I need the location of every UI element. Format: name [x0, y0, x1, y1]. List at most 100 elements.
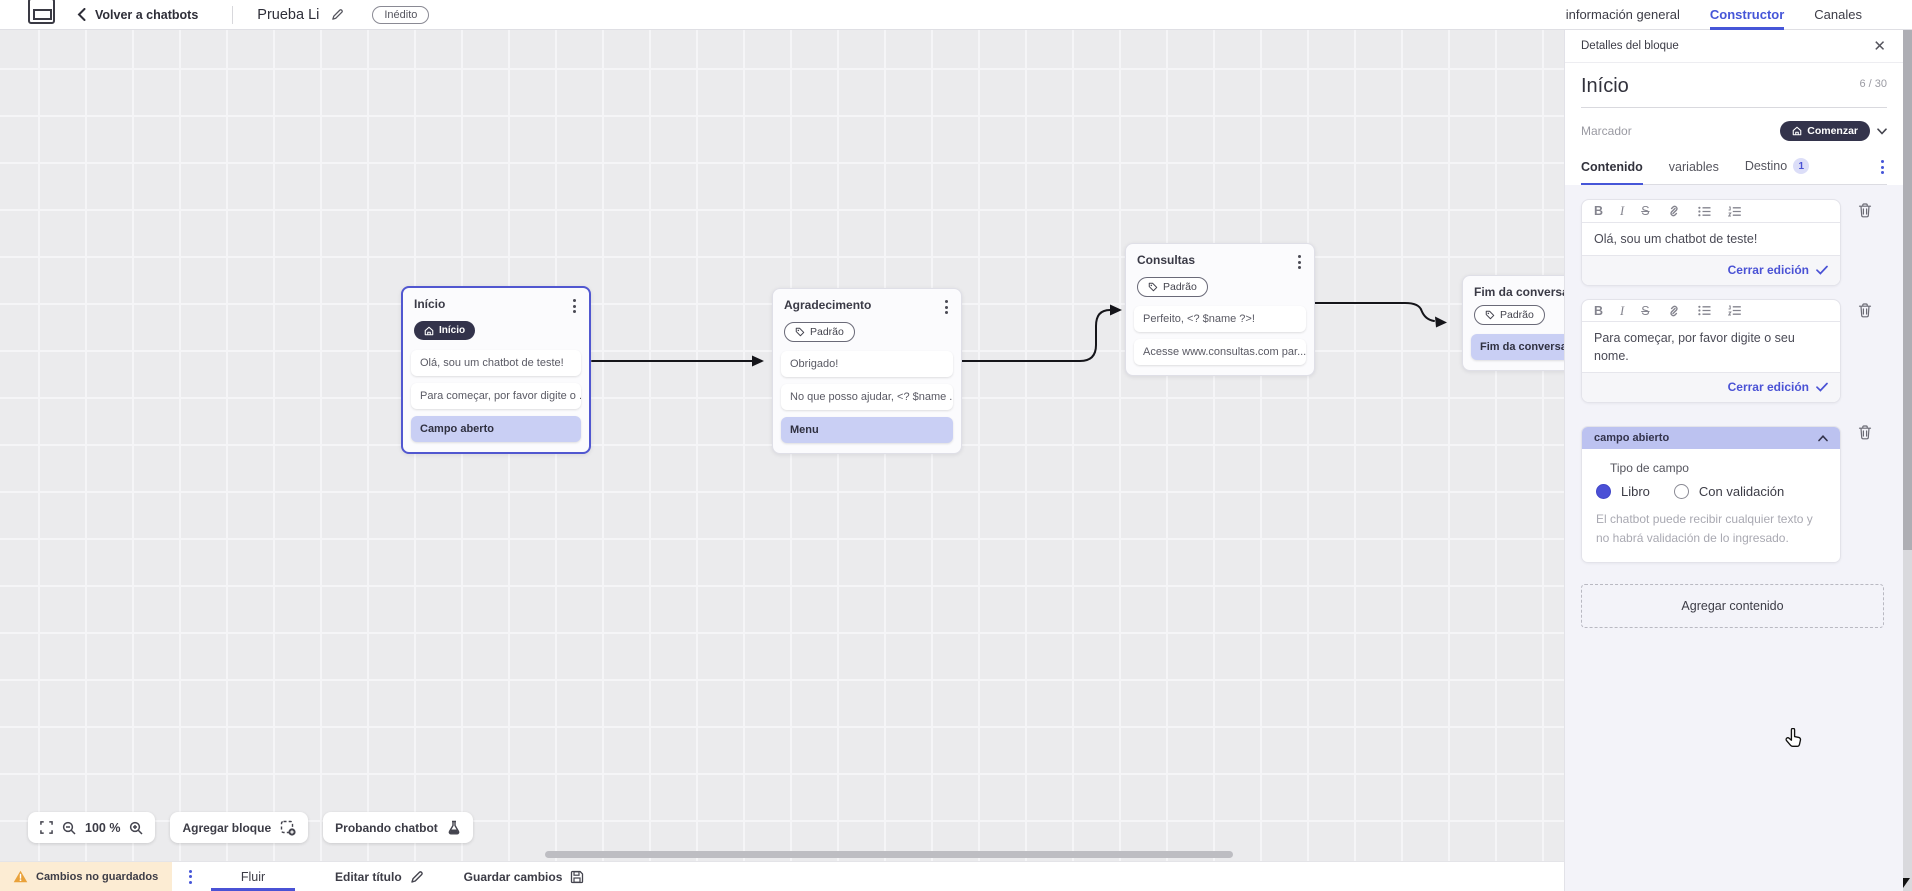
back-to-chatbots-button[interactable]: Volver a chatbots	[77, 8, 198, 22]
block-menu-button[interactable]	[942, 298, 951, 316]
panel-tabs: Contenido variables Destino 1	[1581, 157, 1887, 185]
save-icon	[570, 870, 584, 884]
connection-arrows	[591, 302, 1447, 367]
bullet-list-icon[interactable]	[1697, 305, 1711, 316]
block-message-item[interactable]: Olá, sou um chatbot de teste!	[411, 349, 581, 376]
close-edit-button[interactable]: Cerrar edición	[1727, 380, 1809, 395]
status-badge: Inédito	[372, 5, 430, 24]
flow-block-fim-da-conversa[interactable]: Fim da conversa Padrão Fim da conversa	[1462, 275, 1564, 371]
block-title: Início	[414, 297, 446, 311]
bold-icon[interactable]: B	[1594, 303, 1604, 318]
panel-scrollbar-thumb[interactable]	[1903, 30, 1912, 550]
numbered-list-icon[interactable]	[1727, 206, 1741, 217]
block-message-item[interactable]: Para começar, por favor digite o ...	[411, 382, 581, 409]
message-text-input[interactable]: Para começar, por favor digite o seu nom…	[1582, 321, 1840, 374]
flow-block-inicio[interactable]: Início Início Olá, sou um chatbot de tes…	[401, 286, 591, 454]
zoom-controls: 100 %	[28, 812, 156, 843]
add-block-button[interactable]: Agregar bloque	[170, 812, 309, 843]
house-icon	[424, 326, 434, 335]
open-field-card: campo abierto Tipo de campo Libro Con va…	[1581, 426, 1841, 563]
block-badge-default: Padrão	[784, 322, 855, 342]
tab-informacion-general[interactable]: información general	[1565, 6, 1680, 22]
italic-icon[interactable]: I	[1620, 204, 1625, 218]
save-changes-button[interactable]: Guardar cambios	[464, 862, 585, 891]
app-logo	[28, 0, 55, 24]
chatbot-title[interactable]: Prueba Li	[257, 6, 320, 23]
message-editor: B I S Para começar, por favor digite o s…	[1581, 298, 1841, 404]
panel-content: B I S Olá, sou um chatbot de teste! Cerr…	[1565, 185, 1912, 891]
block-details-panel: Detalles del bloque ✕ Início 6 / 30 Marc…	[1564, 30, 1912, 891]
block-menu-button[interactable]	[570, 297, 579, 315]
italic-icon[interactable]: I	[1620, 303, 1625, 318]
link-icon[interactable]	[1667, 205, 1681, 217]
block-action-item[interactable]: Fim da conversa	[1471, 334, 1564, 360]
edit-title-icon[interactable]	[331, 8, 344, 21]
message-text-input[interactable]: Olá, sou um chatbot de teste!	[1582, 221, 1840, 256]
zoom-in-icon[interactable]	[129, 821, 143, 835]
block-message-item[interactable]: Acesse www.consultas.com par...	[1134, 339, 1306, 365]
name-char-counter: 6 / 30	[1859, 78, 1887, 90]
radio-con-validacion-label[interactable]: Con validación	[1698, 484, 1785, 500]
flow-tab[interactable]: Fluir	[211, 862, 295, 891]
open-field-header[interactable]: campo abierto	[1582, 427, 1840, 450]
radio-con-validacion[interactable]	[1673, 484, 1689, 500]
panel-scrollbar[interactable]	[1903, 30, 1912, 891]
close-icon[interactable]: ✕	[1873, 37, 1886, 55]
flow-canvas[interactable]: Início Início Olá, sou um chatbot de tes…	[0, 30, 1564, 861]
block-badge-default: Padrão	[1137, 277, 1208, 297]
block-badge-start: Início	[414, 321, 476, 340]
tab-constructor[interactable]: Constructor	[1709, 0, 1785, 30]
strikethrough-icon[interactable]: S	[1641, 303, 1650, 318]
block-badge-default: Padrão	[1474, 305, 1545, 325]
bold-icon[interactable]: B	[1594, 204, 1604, 218]
radio-libro[interactable]	[1596, 484, 1611, 500]
main-nav-tabs: información general Constructor Canales	[1566, 0, 1862, 30]
tab-canales[interactable]: Canales	[1814, 6, 1862, 22]
tag-icon	[795, 327, 805, 337]
marker-label: Marcador	[1581, 124, 1632, 138]
edit-title-button[interactable]: Editar título	[335, 862, 424, 891]
chevron-up-icon	[1818, 434, 1828, 442]
trash-icon[interactable]	[1858, 203, 1872, 218]
footer-menu-button[interactable]	[186, 868, 195, 886]
rich-text-toolbar: B I S	[1582, 200, 1840, 222]
flow-block-consultas[interactable]: Consultas Padrão Perfeito, <? $name ?>! …	[1125, 243, 1315, 376]
tab-variables[interactable]: variables	[1668, 160, 1719, 174]
block-title: Agradecimento	[784, 298, 872, 312]
flow-block-agradecimento[interactable]: Agradecimento Padrão Obrigado! No que po…	[772, 288, 962, 454]
fullscreen-icon[interactable]	[40, 821, 53, 834]
chevron-down-icon[interactable]	[1877, 127, 1887, 135]
canvas-horizontal-scrollbar[interactable]	[545, 851, 1233, 858]
top-header: Volver a chatbots Prueba Li Inédito info…	[0, 0, 1912, 30]
numbered-list-icon[interactable]	[1727, 305, 1741, 316]
add-content-button[interactable]: Agregar contenido	[1581, 583, 1884, 628]
tag-icon	[1148, 282, 1158, 292]
test-chatbot-button[interactable]: Probando chatbot	[323, 812, 473, 843]
destino-count-badge: 1	[1793, 158, 1810, 174]
strikethrough-icon[interactable]: S	[1641, 204, 1650, 218]
zoom-level: 100 %	[85, 820, 121, 835]
block-message-item[interactable]: Obrigado!	[781, 351, 953, 377]
tab-destino[interactable]: Destino 1	[1745, 158, 1810, 185]
corner-cursor-icon	[1903, 878, 1910, 888]
block-action-item[interactable]: Menu	[781, 417, 953, 443]
marker-select[interactable]: Comenzar	[1780, 121, 1870, 141]
link-icon[interactable]	[1667, 305, 1681, 317]
trash-icon[interactable]	[1858, 303, 1872, 318]
tab-contenido[interactable]: Contenido	[1581, 160, 1643, 185]
zoom-out-icon[interactable]	[62, 821, 76, 835]
block-action-item[interactable]: Campo aberto	[411, 415, 581, 442]
field-hint-text: El chatbot puede recibir cualquier texto…	[1596, 512, 1813, 545]
block-message-item[interactable]: Perfeito, <? $name ?>!	[1134, 306, 1306, 332]
panel-menu-button[interactable]	[1878, 158, 1887, 176]
field-type-label: Tipo de campo	[1610, 461, 1689, 476]
block-name-input[interactable]: Início	[1581, 75, 1629, 97]
block-message-item[interactable]: No que posso ajudar, <? $name ...	[781, 384, 953, 410]
close-edit-button[interactable]: Cerrar edición	[1727, 262, 1809, 277]
house-icon	[1792, 126, 1802, 136]
pencil-icon	[410, 870, 424, 884]
block-menu-button[interactable]	[1295, 253, 1304, 271]
trash-icon[interactable]	[1858, 425, 1872, 440]
bullet-list-icon[interactable]	[1697, 206, 1711, 217]
radio-libro-label[interactable]: Libro	[1621, 484, 1650, 500]
